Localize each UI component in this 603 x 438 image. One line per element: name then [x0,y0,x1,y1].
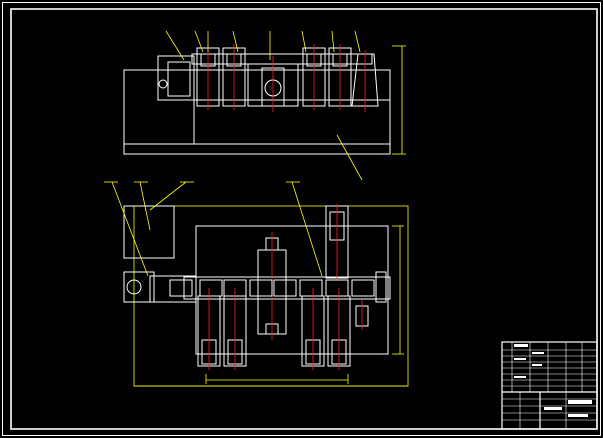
front-elevation-view [123,30,406,181]
clamp-unit-3 [302,44,326,110]
clamp-unit-2 [222,44,246,110]
plan-view [104,181,409,387]
title-block [501,341,598,430]
plan-clamp-row [169,279,375,297]
center-spindle [247,56,299,112]
clamp-unit-4 [328,44,352,110]
plan-lower-cylinders [197,288,369,370]
plan-upper-cylinder [325,204,349,280]
